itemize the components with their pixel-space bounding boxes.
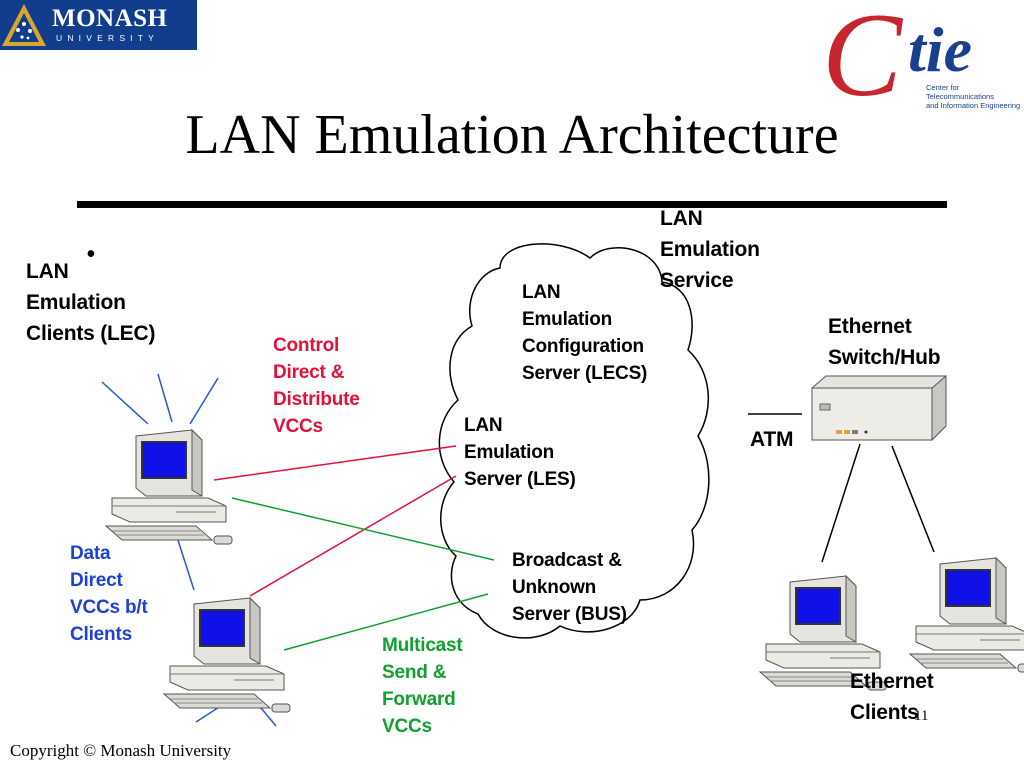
- bullet: •: [86, 239, 96, 270]
- service-label: LAN Emulation Service: [660, 207, 760, 292]
- ethernet-links: [821, 443, 935, 563]
- lecs-label: LAN Emulation Configuration Server (LECS…: [522, 282, 648, 384]
- multicast-vcc-label: Multicast Send & Forward VCCs: [382, 635, 463, 737]
- copyright: Copyright © Monash University: [10, 741, 232, 760]
- ctie-logo-c: C: [822, 0, 903, 121]
- lec-computer-icon: [105, 429, 233, 545]
- ctie-logo-sub: Center for Telecommunications and Inform…: [926, 83, 1021, 110]
- monash-logo-name: MONASH: [52, 5, 168, 32]
- ethernet-clients-label: Ethernet Clients: [850, 670, 934, 724]
- atm-cloud-icon: [438, 243, 710, 639]
- slide-title: LAN Emulation Architecture: [185, 104, 839, 166]
- page-number: 11: [914, 708, 929, 724]
- switch-label: Ethernet Switch/Hub: [828, 315, 941, 369]
- control-vcc-lines: [213, 445, 457, 597]
- multicast-vcc-lines: [231, 497, 495, 651]
- lec-label: LAN Emulation Clients (LEC): [26, 260, 156, 345]
- monash-logo-sub: UNIVERSITY: [56, 33, 160, 43]
- les-label: LAN Emulation Server (LES): [464, 415, 576, 490]
- bus-label: Broadcast & Unknown Server (BUS): [512, 550, 627, 625]
- ctie-logo-tie: tie: [908, 14, 972, 85]
- lec-computer-icon: [163, 597, 291, 713]
- control-vcc-label: Control Direct & Distribute VCCs: [273, 335, 360, 437]
- ethernet-switch-icon: [811, 374, 947, 442]
- monash-logo: [0, 0, 197, 50]
- title-rule: [77, 201, 947, 208]
- atm-label: ATM: [750, 428, 794, 451]
- ethernet-client-icon: [909, 557, 1024, 673]
- monash-crest-icon: [0, 0, 48, 50]
- data-direct-vcc-label: Data Direct VCCs b/t Clients: [70, 543, 148, 645]
